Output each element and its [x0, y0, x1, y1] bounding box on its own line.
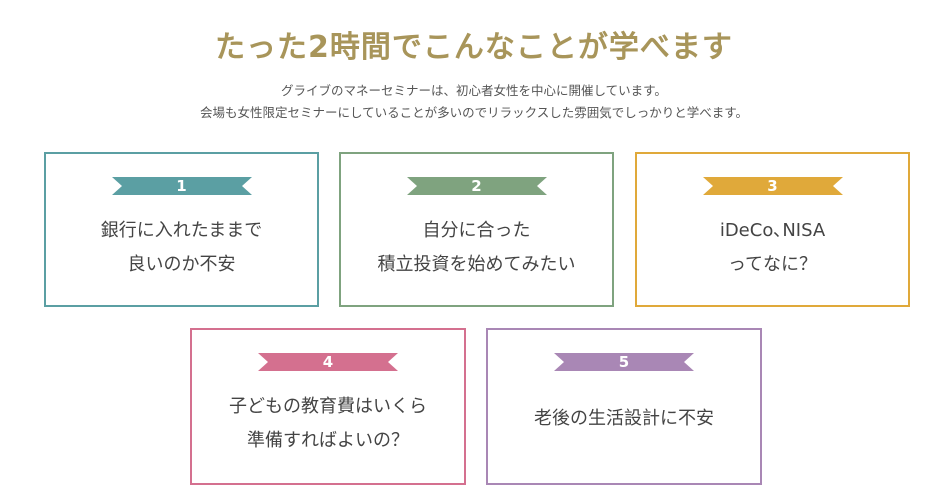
- card-text: 銀行に入れたままで 良いのか不安: [46, 214, 317, 282]
- intro-line-2: 会場も女性限定セミナーにしていることが多いのでリラックスした雰囲気でしっかりと学…: [199, 105, 748, 120]
- topic-card-5: 5 老後の生活設計に不安: [486, 328, 762, 485]
- card-number: 2: [471, 177, 482, 195]
- page-title: たった2時間でこんなことが学べます: [215, 30, 733, 65]
- ribbon-badge: 5: [554, 350, 694, 374]
- card-text-line: iDeCo､NISA: [719, 220, 826, 241]
- card-text-line: 自分に合った: [422, 220, 531, 241]
- topic-card-3: 3 iDeCo､NISA ってなに？: [635, 152, 910, 307]
- card-text-line: 銀行に入れたままで: [100, 220, 263, 241]
- card-number: 5: [618, 353, 630, 371]
- ribbon-badge: 3: [702, 174, 843, 198]
- card-text-line: 子どもの教育費はいくら: [229, 396, 427, 417]
- card-text: 子どもの教育費はいくら 準備すればよいの？: [192, 390, 464, 458]
- intro-text: グライブのマネーセミナーは、初心者女性を中心に開催しています。 会場も女性限定セ…: [0, 80, 948, 124]
- card-text: 自分に合った 積立投資を始めてみたい: [341, 214, 612, 282]
- ribbon-badge: 4: [258, 350, 398, 374]
- card-number: 1: [176, 177, 187, 195]
- card-text-line: ってなに？: [727, 254, 818, 275]
- topic-card-2: 2 自分に合った 積立投資を始めてみたい: [339, 152, 614, 307]
- ribbon-shape-icon: [258, 353, 398, 371]
- ribbon-shape-icon: [702, 177, 843, 195]
- ribbon-shape-icon: [554, 353, 694, 371]
- ribbon-shape-icon: [111, 177, 252, 195]
- topic-card-1: 1 銀行に入れたままで 良いのか不安: [44, 152, 319, 307]
- ribbon-badge: 2: [406, 174, 547, 198]
- card-text: iDeCo､NISA ってなに？: [637, 214, 908, 282]
- ribbon-shape-icon: [406, 177, 547, 195]
- card-text-line: 積立投資を始めてみたい: [377, 254, 576, 275]
- card-number: 3: [767, 177, 778, 195]
- card-text-line: 良いのか不安: [127, 254, 236, 275]
- card-text-line: 準備すればよいの？: [247, 430, 409, 451]
- card-text-line: 老後の生活設計に不安: [534, 408, 714, 429]
- card-number: 4: [322, 353, 334, 371]
- topic-card-4: 4 子どもの教育費はいくら 準備すればよいの？: [190, 328, 466, 485]
- card-text: 老後の生活設計に不安: [488, 402, 760, 436]
- ribbon-badge: 1: [111, 174, 252, 198]
- intro-line-1: グライブのマネーセミナーは、初心者女性を中心に開催しています。: [281, 83, 667, 98]
